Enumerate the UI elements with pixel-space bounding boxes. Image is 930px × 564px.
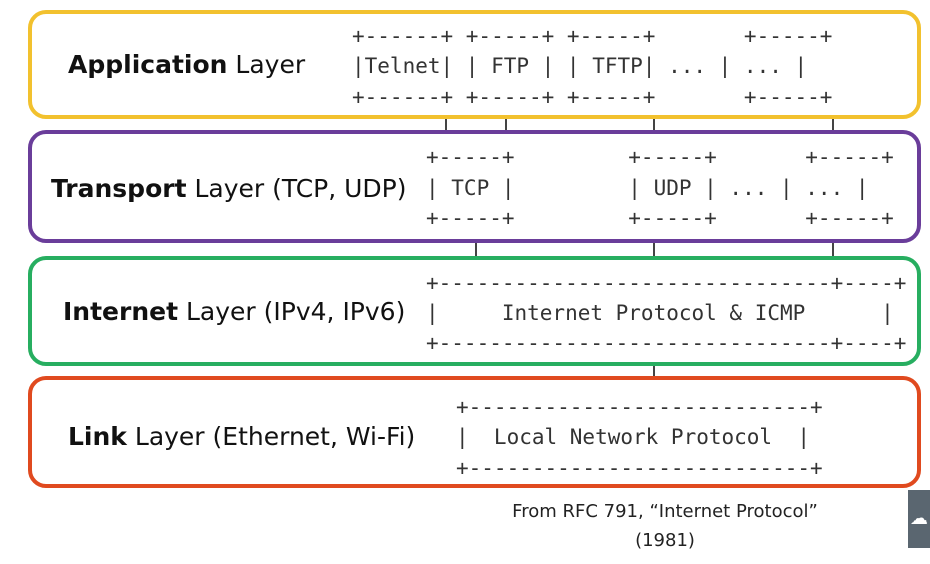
application-layer-name: Application bbox=[68, 50, 228, 79]
transport-ascii-mid: | TCP | | UDP | ... | ... | bbox=[426, 176, 869, 200]
link-ascii-top: +---------------------------+ bbox=[456, 395, 823, 419]
internet-layer-box bbox=[28, 256, 921, 366]
internet-layer-suffix: Layer (IPv4, IPv6) bbox=[178, 297, 406, 326]
transport-layer-suffix: Layer (TCP, UDP) bbox=[186, 174, 407, 203]
application-ascii-top: +------+ +-----+ +-----+ +-----+ bbox=[352, 24, 833, 48]
internet-ascii-bottom: +-------------------------------+----+ bbox=[426, 331, 907, 355]
link-layer-box bbox=[28, 376, 921, 488]
internet-layer-name: Internet bbox=[63, 297, 179, 326]
transport-ascii-top: +-----+ +-----+ +-----+ bbox=[426, 145, 894, 169]
internet-ascii-mid: | Internet Protocol & ICMP | bbox=[426, 301, 894, 325]
internet-layer-label: Internet Layer (IPv4, IPv6) bbox=[63, 297, 405, 326]
transport-layer-box bbox=[28, 130, 921, 243]
transport-ascii-bottom: +-----+ +-----+ +-----+ bbox=[426, 206, 894, 230]
link-layer-name: Link bbox=[68, 422, 127, 451]
caption-line-2: (1981) bbox=[635, 530, 695, 551]
application-ascii-bottom: +------+ +-----+ +-----+ +-----+ bbox=[352, 85, 833, 109]
application-layer-suffix: Layer bbox=[227, 50, 306, 79]
link-ascii-bottom: +---------------------------+ bbox=[456, 456, 823, 480]
application-layer-label: Application Layer bbox=[68, 50, 305, 79]
transport-layer-label: Transport Layer (TCP, UDP) bbox=[51, 174, 407, 203]
application-ascii-mid: |Telnet| | FTP | | TFTP| ... | ... | bbox=[352, 54, 808, 78]
side-tab-button[interactable]: ☁ bbox=[908, 490, 930, 548]
link-layer-suffix: Layer (Ethernet, Wi-Fi) bbox=[126, 422, 416, 451]
link-ascii-mid: | Local Network Protocol | bbox=[456, 425, 811, 449]
internet-ascii-top: +-------------------------------+----+ bbox=[426, 271, 907, 295]
application-layer-box bbox=[28, 10, 921, 119]
cloud-icon: ☁ bbox=[910, 508, 928, 529]
link-layer-label: Link Layer (Ethernet, Wi-Fi) bbox=[68, 422, 415, 451]
caption-line-1: From RFC 791, “Internet Protocol” bbox=[512, 501, 818, 522]
transport-layer-name: Transport bbox=[51, 174, 187, 203]
